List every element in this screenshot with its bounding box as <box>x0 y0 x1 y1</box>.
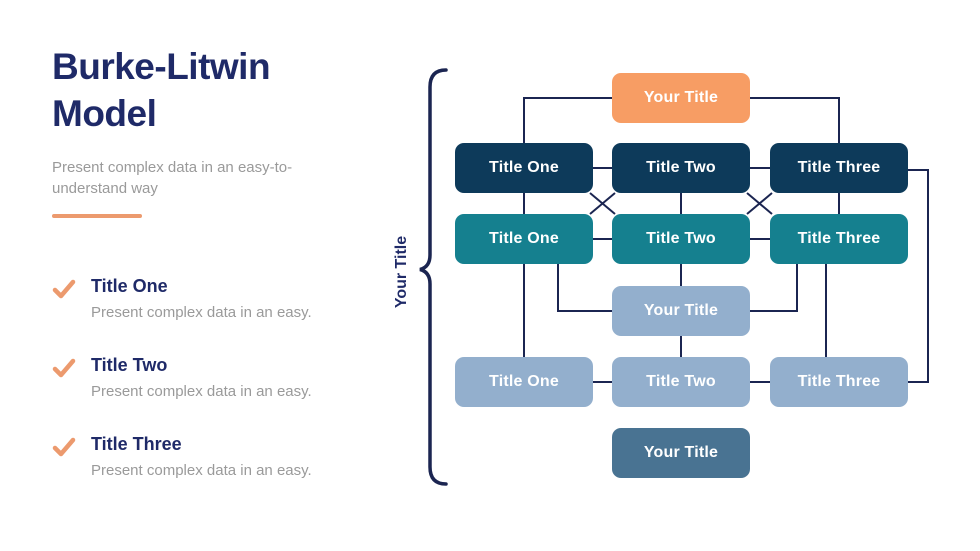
checklist-item-title: Title Three <box>91 434 182 454</box>
node-title-two-row1: Title Two <box>612 143 750 193</box>
checklist-item-title: Title One <box>91 276 168 296</box>
node-your-title-bottom: Your Title <box>612 428 750 478</box>
check-icon <box>52 437 76 457</box>
diagram-axis-label: Your Title <box>393 235 410 309</box>
brace-icon <box>419 68 448 486</box>
checklist-item: Title One Present complex data in an eas… <box>52 276 382 321</box>
checklist-item-description: Present complex data in an easy. <box>91 462 312 479</box>
node-title-three-row3: Title Three <box>770 357 908 407</box>
checklist-item: Title Three Present complex data in an e… <box>52 434 382 479</box>
node-your-title-top: Your Title <box>612 73 750 123</box>
checklist-item-description: Present complex data in an easy. <box>91 383 312 400</box>
check-icon <box>52 358 76 378</box>
node-title-one-row1: Title One <box>455 143 593 193</box>
left-panel: Burke-Litwin Model Present complex data … <box>52 44 362 219</box>
node-title-one-row3: Title One <box>455 357 593 407</box>
node-title-two-row3: Title Two <box>612 357 750 407</box>
checklist-item-title: Title Two <box>91 355 168 375</box>
node-title-one-row2: Title One <box>455 214 593 264</box>
node-title-two-row2: Title Two <box>612 214 750 264</box>
checklist-item: Title Two Present complex data in an eas… <box>52 355 382 400</box>
checklist-item-description: Present complex data in an easy. <box>91 304 312 321</box>
node-title-three-row2: Title Three <box>770 214 908 264</box>
check-icon <box>52 279 76 299</box>
page-title: Burke-Litwin Model <box>52 46 271 134</box>
node-your-title-middle: Your Title <box>612 286 750 336</box>
page-subtitle: Present complex data in an easy-to-under… <box>52 159 293 198</box>
node-title-three-row1: Title Three <box>770 143 908 193</box>
checklist: Title One Present complex data in an eas… <box>52 276 382 513</box>
accent-divider <box>52 214 142 219</box>
